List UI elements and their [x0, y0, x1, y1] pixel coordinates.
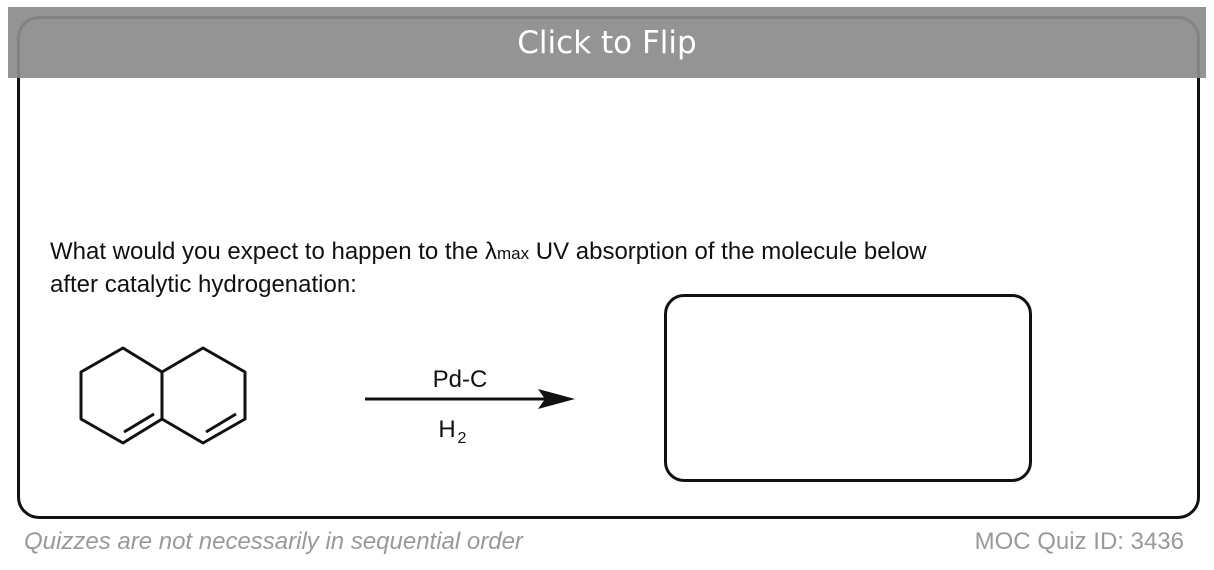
reagent-pdc: Pd-C [433, 366, 488, 393]
question-part1: What would you expect to happen to the [50, 238, 485, 265]
reagent-subscript: 2 [458, 430, 467, 447]
flip-label: Click to Flip [517, 24, 697, 61]
reaction-arrow [365, 389, 575, 409]
lambda-symbol: λ [484, 238, 497, 265]
max-subscript: max [496, 244, 530, 263]
hexahydronaphthalene-molecule [79, 346, 247, 445]
question-part2: UV absorption of the molecule below [529, 238, 927, 265]
question-text: What would you expect to happen to the λ… [50, 236, 927, 300]
reagent-h: H [438, 416, 455, 443]
sequence-note: Quizzes are not necessarily in sequentia… [24, 528, 523, 555]
quiz-id: MOC Quiz ID: 3436 [974, 528, 1184, 555]
answer-box [664, 294, 1032, 482]
click-to-flip-button[interactable]: Click to Flip [8, 7, 1206, 78]
question-line2: after catalytic hydrogenation: [50, 271, 357, 298]
